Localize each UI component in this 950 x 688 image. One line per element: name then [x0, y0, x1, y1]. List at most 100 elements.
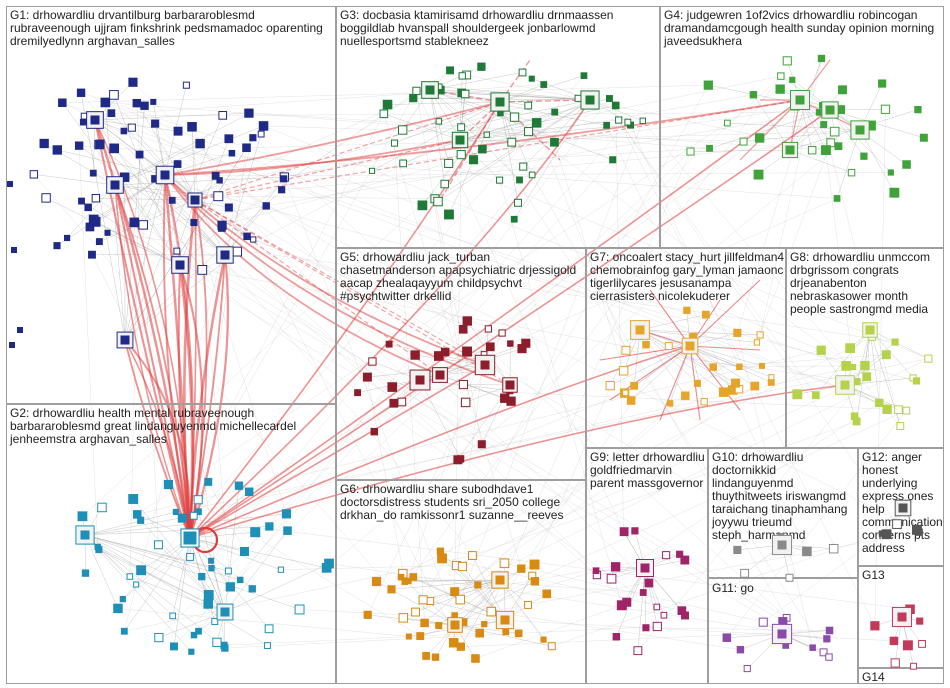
cross-group-edge — [739, 365, 847, 367]
network-node — [850, 364, 857, 371]
network-node — [457, 123, 466, 132]
strong-edge — [194, 99, 801, 201]
network-node — [224, 567, 232, 575]
network-node — [887, 169, 894, 176]
network-node — [195, 138, 205, 149]
network-node — [676, 550, 684, 558]
network-node — [703, 80, 713, 90]
intra-group-edge — [84, 534, 268, 646]
network-node — [232, 246, 243, 257]
network-node — [211, 618, 219, 625]
network-node — [639, 117, 647, 125]
network-node — [258, 121, 269, 131]
network-node — [496, 176, 504, 184]
network-node — [860, 152, 868, 160]
cross-group-edge — [93, 219, 824, 653]
hub-node-avatar — [450, 620, 460, 630]
network-node — [662, 551, 671, 560]
intra-group-edge — [124, 147, 247, 341]
network-node — [633, 646, 643, 656]
network-node — [550, 137, 559, 147]
strong-edge — [164, 101, 501, 176]
network-node — [819, 648, 828, 657]
intra-group-edge — [429, 89, 613, 161]
cross-group-edge — [490, 75, 781, 347]
network-node — [890, 658, 900, 668]
intra-group-edge — [836, 129, 861, 199]
network-node — [188, 648, 195, 655]
network-node — [680, 555, 690, 565]
intra-group-edge — [84, 534, 229, 572]
intra-group-edge — [472, 555, 506, 621]
network-node — [280, 175, 288, 183]
network-node — [502, 628, 510, 636]
network-node — [706, 144, 713, 152]
network-node — [390, 139, 399, 147]
network-node — [363, 610, 372, 619]
network-node — [426, 596, 435, 605]
network-node — [257, 130, 265, 138]
cross-group-edge — [367, 332, 503, 615]
network-node — [750, 381, 760, 391]
cross-group-edge — [551, 533, 883, 647]
network-node — [170, 642, 178, 651]
cross-group-edge — [107, 112, 820, 234]
intra-group-edge — [172, 537, 191, 616]
network-node — [129, 217, 140, 228]
network-node — [878, 530, 886, 537]
cross-group-edge — [62, 84, 709, 103]
network-node — [686, 147, 695, 156]
network-node — [97, 502, 107, 513]
network-node — [782, 56, 792, 66]
network-node — [455, 594, 466, 605]
network-node — [860, 360, 870, 371]
network-node — [163, 479, 174, 490]
group-box-g13 — [858, 566, 944, 668]
cross-group-edge — [246, 131, 835, 148]
intra-group-edge — [80, 92, 126, 341]
network-node — [615, 116, 623, 124]
network-node — [467, 551, 477, 560]
hub-node-avatar — [190, 195, 200, 205]
cross-group-edge — [491, 531, 920, 612]
network-node — [519, 162, 528, 171]
intra-group-edge — [164, 152, 232, 176]
cross-group-edge — [230, 151, 691, 588]
group-box-g10 — [708, 448, 858, 578]
cross-group-edge — [117, 608, 409, 637]
network-node — [528, 171, 536, 179]
network-node — [409, 573, 418, 581]
network-node — [208, 565, 215, 572]
network-node — [862, 372, 872, 382]
isolate-node — [11, 247, 17, 253]
intra-group-edge — [189, 531, 256, 539]
intra-group-edge — [499, 75, 585, 103]
network-node — [77, 511, 88, 522]
network-node — [213, 191, 224, 202]
cross-group-edge — [403, 358, 929, 619]
hub-node-avatar — [825, 105, 835, 115]
network-node — [58, 98, 67, 107]
cross-group-edge — [182, 517, 911, 610]
network-node — [126, 573, 134, 580]
network-node — [471, 654, 480, 663]
network-node — [507, 340, 514, 347]
hub-node-avatar — [865, 325, 875, 335]
network-node — [518, 68, 527, 77]
cross-group-edge — [460, 630, 830, 647]
network-node — [693, 379, 701, 387]
network-node — [154, 540, 163, 550]
hub-node-avatar — [505, 380, 515, 390]
intra-group-edge — [467, 320, 511, 386]
cross-group-edge — [645, 627, 830, 631]
network-node — [239, 546, 249, 556]
network-node — [723, 119, 731, 127]
cross-group-edge — [500, 112, 867, 377]
cross-group-edge — [95, 198, 787, 619]
network-node — [433, 196, 443, 207]
network-node — [172, 508, 179, 516]
network-node — [29, 170, 39, 179]
network-node — [450, 587, 460, 597]
intra-group-edge — [639, 329, 736, 384]
network-node — [100, 97, 111, 108]
